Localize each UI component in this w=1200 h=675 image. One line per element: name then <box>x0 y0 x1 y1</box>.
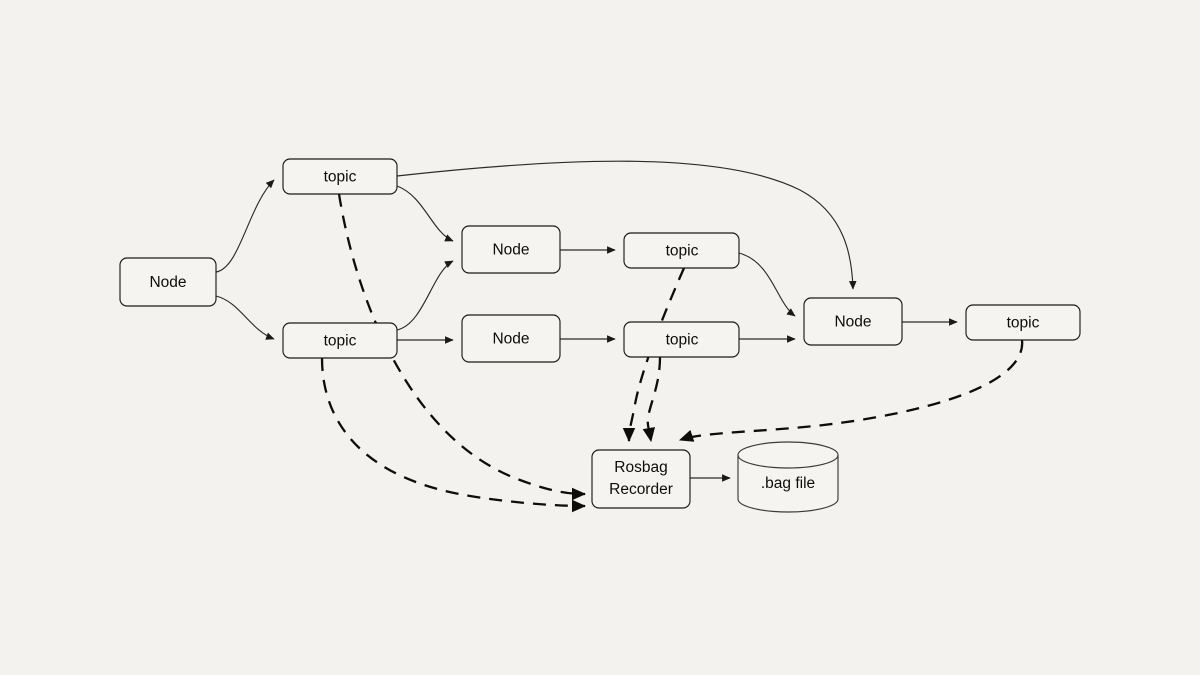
bag-file-cylinder-body <box>737 454 839 513</box>
node-box-topic-right[interactable]: topic <box>965 304 1081 341</box>
topic-mid-bot-rect[interactable] <box>623 321 740 358</box>
edge-tap-topic-right-to-rosbag <box>678 339 1024 442</box>
topic-bottom-rect[interactable] <box>282 322 398 359</box>
node-right-rect[interactable] <box>803 297 903 346</box>
node-box-topic-bottom[interactable]: topic <box>282 322 398 359</box>
edge-node-src-to-topic-top <box>215 179 275 273</box>
node-box-node-right[interactable]: Node <box>803 297 903 346</box>
node-box-rosbag-recorder[interactable]: Rosbag Recorder <box>591 449 691 509</box>
topic-right-rect[interactable] <box>965 304 1081 341</box>
node-box-node-mid-bot[interactable]: Node <box>461 314 561 363</box>
edge-tap-topic-mid-bot-to-rosbag <box>642 356 662 443</box>
node-box-topic-mid-top[interactable]: topic <box>623 232 740 269</box>
rosbag-recorder-rect[interactable] <box>591 449 691 509</box>
edge-topic-top-to-node-right <box>396 160 857 290</box>
node-mid-top-rect[interactable] <box>461 225 561 274</box>
edge-tap-topic-top-to-rosbag <box>337 193 587 501</box>
dashed-edges-group <box>320 193 1024 513</box>
solid-edges-group <box>215 160 958 482</box>
edge-topic-bottom-to-node-mid-top <box>396 260 454 331</box>
edge-tap-topic-mid-top-to-rosbag <box>622 267 686 443</box>
edge-topic-top-to-node-mid-top <box>396 185 454 242</box>
bag-file-cylinder-top <box>737 441 839 469</box>
edge-tap-topic-bottom-to-rosbag <box>320 357 587 513</box>
node-box-topic-top[interactable]: topic <box>282 158 398 195</box>
edge-topic-mid-top-to-node-right <box>738 252 796 317</box>
datastore-bag-file[interactable]: .bag file <box>737 441 839 513</box>
node-box-node-mid-top[interactable]: Node <box>461 225 561 274</box>
topic-mid-top-rect[interactable] <box>623 232 740 269</box>
node-box-topic-mid-bot[interactable]: topic <box>623 321 740 358</box>
topic-top-rect[interactable] <box>282 158 398 195</box>
node-mid-bot-rect[interactable] <box>461 314 561 363</box>
node-box-node-src[interactable]: Node <box>119 257 217 307</box>
edge-node-src-to-topic-bottom <box>215 295 275 340</box>
node-src-rect[interactable] <box>119 257 217 307</box>
